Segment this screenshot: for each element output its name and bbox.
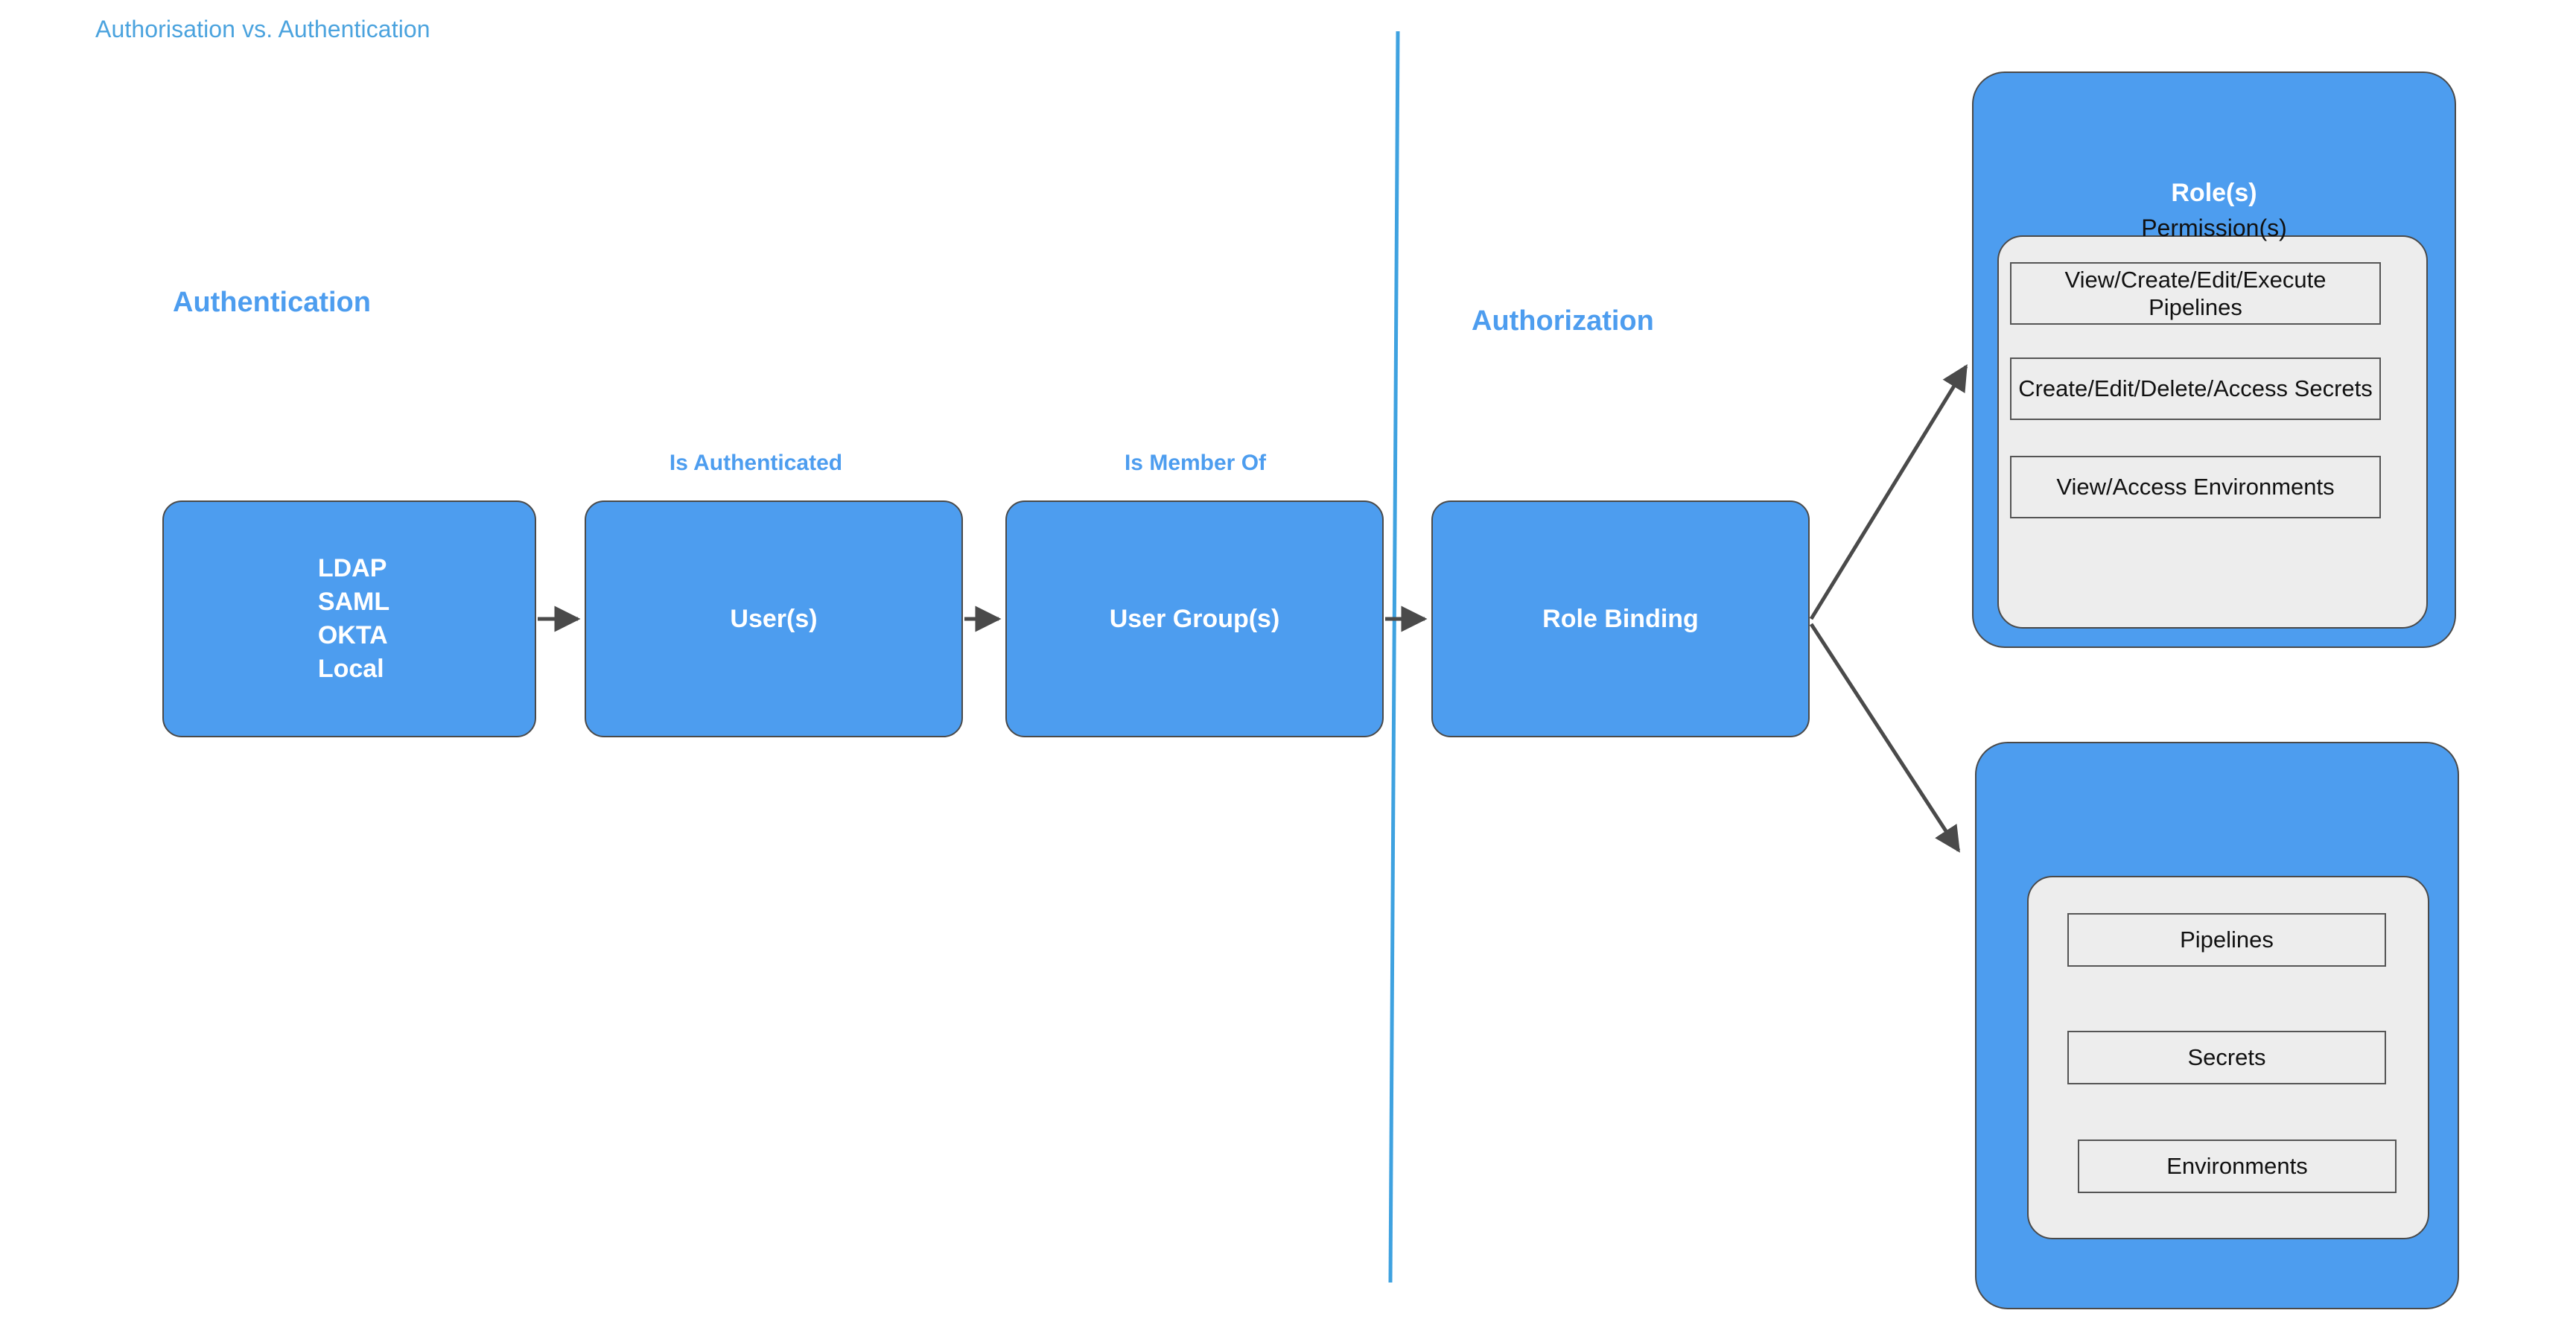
- panel-resource-groups[interactable]: Resource Group(s): [1975, 742, 2459, 1309]
- page-title: Authorisation vs. Authentication: [95, 16, 430, 42]
- permission-item-label: Create/Edit/Delete/Access Secrets: [2018, 375, 2373, 402]
- edge-label-is-authenticated: Is Authenticated: [669, 451, 843, 475]
- node-users-label: User(s): [730, 604, 818, 633]
- resource-item-label: Secrets: [2187, 1044, 2266, 1071]
- permission-item[interactable]: View/Access Environments: [2010, 456, 2381, 518]
- node-user-groups[interactable]: User Group(s): [1005, 500, 1384, 737]
- section-heading-authentication: Authentication: [173, 287, 371, 318]
- node-user-groups-label: User Group(s): [1109, 604, 1280, 633]
- permission-item[interactable]: View/Create/Edit/Execute Pipelines: [2010, 262, 2381, 325]
- permission-item[interactable]: Create/Edit/Delete/Access Secrets: [2010, 357, 2381, 420]
- resource-item[interactable]: Pipelines: [2067, 913, 2386, 967]
- section-divider: [1388, 31, 1400, 1283]
- resource-item-label: Environments: [2166, 1153, 2308, 1180]
- node-role-binding[interactable]: Role Binding: [1431, 500, 1810, 737]
- section-heading-authorization: Authorization: [1472, 305, 1654, 337]
- resource-item[interactable]: Environments: [2078, 1140, 2397, 1193]
- auth-provider-item: Local: [317, 654, 384, 683]
- auth-provider-item: OKTA: [317, 621, 388, 649]
- resource-item-label: Pipelines: [2180, 927, 2274, 953]
- permission-item-label: View/Access Environments: [2056, 474, 2335, 500]
- auth-provider-item: LDAP: [317, 554, 387, 583]
- node-role-binding-label: Role Binding: [1542, 604, 1699, 633]
- panel-roles-title: Role(s): [2171, 179, 2257, 207]
- edge-label-is-member-of: Is Member Of: [1124, 451, 1267, 475]
- node-auth-providers[interactable]: LDAP SAML OKTA Local: [162, 500, 536, 737]
- auth-provider-list: LDAP SAML OKTA Local: [318, 552, 389, 686]
- permissions-heading: Permission(s): [2141, 214, 2287, 241]
- resource-item[interactable]: Secrets: [2067, 1031, 2386, 1084]
- auth-provider-item: SAML: [317, 588, 390, 617]
- node-users[interactable]: User(s): [585, 500, 963, 737]
- edge-rolebinding-to-resourcegroups: [1809, 623, 1961, 853]
- permission-item-label: View/Create/Edit/Execute Pipelines: [2064, 266, 2327, 320]
- edge-rolebinding-to-roles: [1809, 364, 1968, 620]
